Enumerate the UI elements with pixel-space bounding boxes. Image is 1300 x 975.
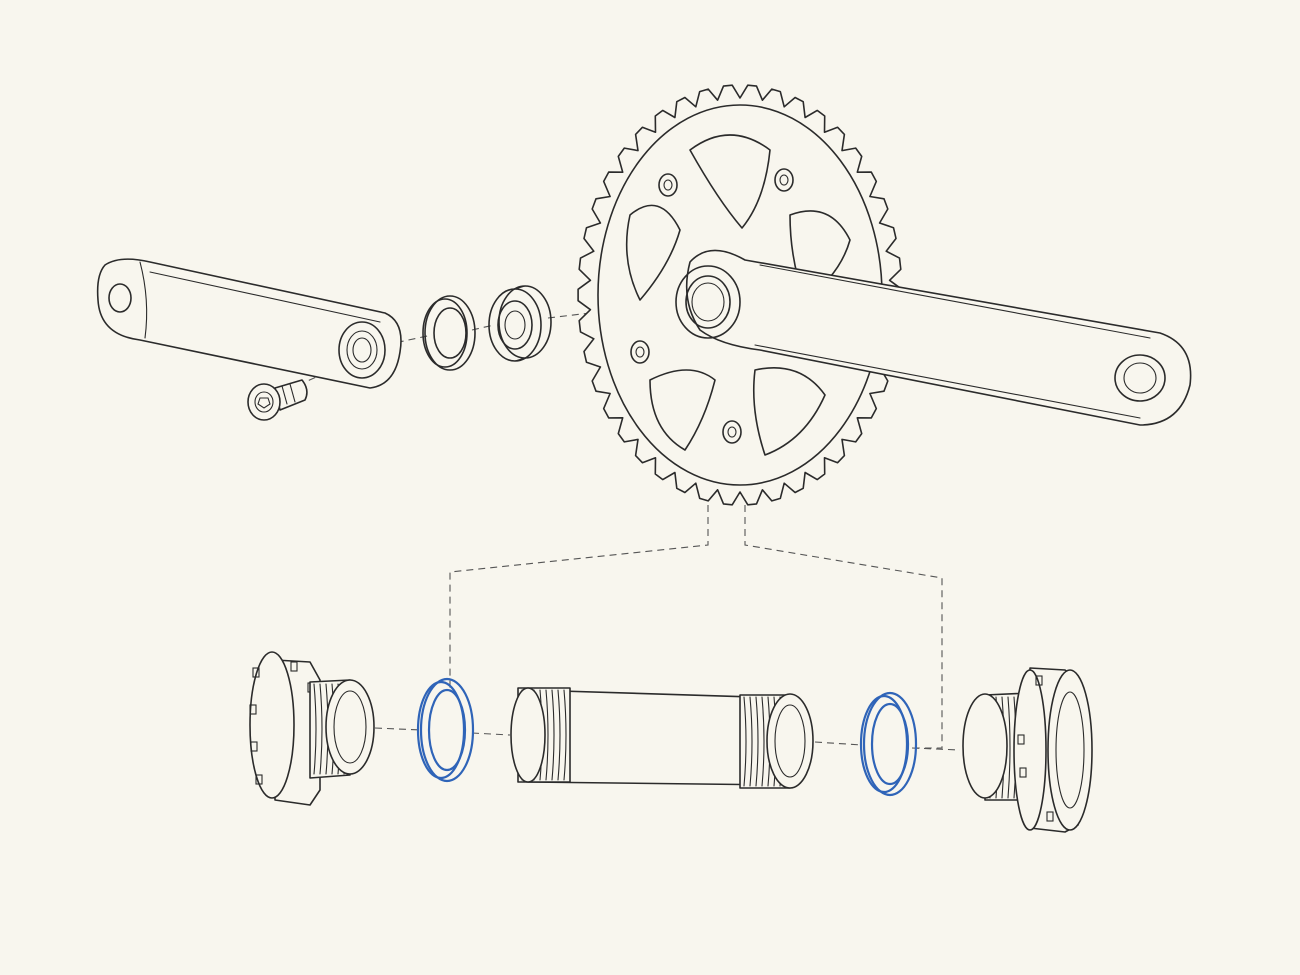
chainring-bolt [722, 420, 742, 444]
crank-spindle-socket [675, 265, 741, 339]
chainring-bolts [630, 168, 794, 444]
drive-side-crank-arm [685, 249, 1192, 426]
spider-cutout-lower-right [753, 367, 826, 456]
cup-tool-notches [1017, 675, 1054, 822]
chainring-assembly [577, 84, 1192, 506]
right-drop-guide [744, 505, 943, 749]
non-drive-crank-arm [96, 258, 402, 389]
spacer-to-shell-guide-left [471, 732, 511, 736]
crank-arm-edge [754, 344, 1141, 419]
bb-sleeve [510, 687, 814, 789]
left-bb-cup [249, 651, 375, 806]
right-bearing-spacer [859, 691, 918, 797]
spacer-to-cup-guide-right [911, 747, 961, 751]
crank-bolt [247, 379, 308, 421]
chainring-bolt [630, 340, 650, 364]
chainring-bolt [774, 168, 794, 192]
cup-flange [249, 651, 295, 799]
chainring-bolt [658, 173, 678, 197]
spider-cutout-top [689, 134, 771, 229]
pedal-hole [1114, 354, 1166, 402]
spline-bore [338, 321, 386, 379]
left-bearing-spacer [416, 677, 475, 783]
spider-cutout-lower-left [649, 369, 716, 451]
left-drop-guide [449, 505, 709, 688]
crank-washer [422, 295, 476, 371]
crank-arm-edge [759, 264, 1151, 339]
arm-to-washer-guide [384, 334, 433, 346]
right-bb-cup [962, 667, 1093, 833]
shell-to-spacer-guide-right [814, 741, 863, 746]
crank-bearing [488, 285, 552, 362]
cup-to-spacer-guide-left [374, 727, 423, 731]
pedal-hole [108, 283, 132, 313]
spider-cutout-left [625, 204, 681, 301]
cup-flange [1013, 669, 1047, 831]
hex-socket-icon [257, 397, 271, 409]
